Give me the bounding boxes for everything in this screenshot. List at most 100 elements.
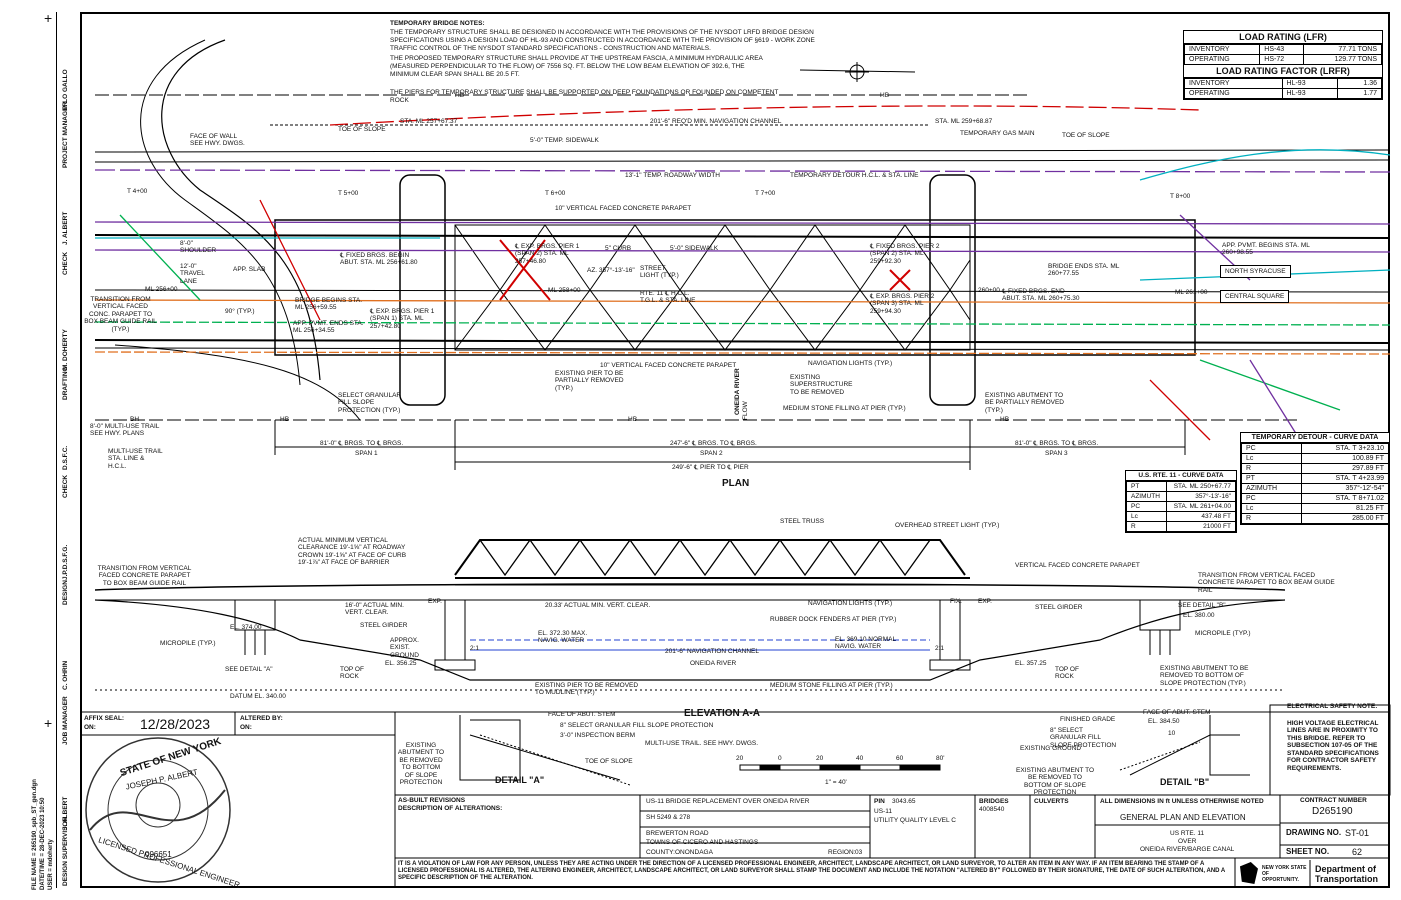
- detail-a-select: 8" SELECT GRANULAR FILL SLOPE PROTECTION: [560, 722, 714, 729]
- notes-line: (MEASURED PERPENDICULAR TO THE FLOW) OF …: [390, 63, 745, 70]
- clearance-label: ACTUAL MINIMUM VERTICAL CLEARANCE 19'-1⅝…: [298, 537, 407, 567]
- station-t4: T 4+00: [127, 188, 148, 195]
- fixed-brgs-pier2: ℄ FIXED BRGS. PIER 2 (SPAN 2) STA. ML 25…: [870, 243, 940, 265]
- overhead-light-label: OVERHEAD STREET LIGHT (TYP.): [895, 522, 1000, 529]
- utility-label: UTILITY QUALITY LEVEL C: [874, 817, 956, 824]
- top-rock-right: TOP OF ROCK: [1055, 666, 1079, 681]
- sta-right: STA. ML 259+68.87: [935, 118, 993, 125]
- app-pvmt-begins: APP. PVMT. BEGINS STA. ML 260+98.55: [1222, 242, 1310, 257]
- table-cell: AZIMUTH: [1240, 483, 1303, 494]
- table-cell: PC: [1240, 443, 1303, 454]
- curb-label: 5" CURB: [605, 245, 632, 252]
- elevation-title: ELEVATION A-A: [684, 708, 760, 719]
- bridge-begins: BRIDGE BEGINS STA. ML 256+59.55: [295, 297, 363, 312]
- shoulder-label: 8'-0" SHOULDER: [180, 240, 217, 255]
- select-granular-label: SELECT GRANULAR FILL SLOPE PROTECTION (T…: [338, 392, 402, 414]
- sta-left: STA. ML 257+67.37: [400, 118, 458, 125]
- el-369-label: EL. 369.10 NORMAL NAVIG. WATER: [835, 636, 896, 651]
- dock-fenders-label: RUBBER DOCK FENDERS AT PIER (TYP.): [770, 616, 897, 623]
- detail-a-toe: TOE OF SLOPE: [585, 758, 633, 765]
- table-cell: 100.89 FT: [1301, 453, 1389, 464]
- nav-lights-elev: NAVIGATION LIGHTS (TYP.): [808, 600, 893, 607]
- parapet-elev-label: VERTICAL FACED CONCRETE PARAPET: [1015, 562, 1140, 569]
- bridges-value: 4008540: [979, 806, 1005, 813]
- rte11-curve-title: U.S. RTE. 11 - CURVE DATA: [1126, 471, 1236, 481]
- table-cell: HS-72: [1259, 54, 1304, 65]
- asbuilt-label: AS-BUILT REVISIONS: [398, 797, 466, 804]
- approx-ground-label: APPROX. EXIST. GROUND: [390, 637, 419, 659]
- region-label: REGION:: [828, 849, 856, 856]
- fixed-brgs-begin: ℄ FIXED BRGS. BEGIN ABUT. STA. ML 256+61…: [340, 252, 418, 267]
- detail-b-title: DETAIL "B": [1160, 777, 1210, 787]
- station-t7: T 7+00: [755, 190, 776, 197]
- contract-value: D265190: [1312, 806, 1353, 817]
- safety-line: LINES ARE IN PROXIMITY TO: [1287, 727, 1378, 735]
- table-cell: Lc: [1126, 511, 1167, 522]
- north-syracuse-sign: NORTH SYRACUSE: [1220, 265, 1291, 279]
- table-cell: 77.71 TONS: [1302, 44, 1383, 55]
- hb-marker: HB: [280, 416, 290, 423]
- detail-b-el: EL. 384.50: [1148, 718, 1180, 725]
- station-t6: T 6+00: [545, 190, 566, 197]
- project-line: SH 5249 & 278: [646, 814, 691, 821]
- safety-title: ELECTRICAL SAFETY NOTE:: [1287, 703, 1378, 710]
- nav-lights-label: NAVIGATION LIGHTS (TYP.): [808, 360, 893, 367]
- load-rating-title: LOAD RATING (LFR): [1184, 31, 1382, 44]
- table-cell: Lc: [1240, 453, 1303, 464]
- table-cell: STA. ML 261+04.00: [1165, 501, 1237, 512]
- route-line: ONEIDA RIVER/BARGE CANAL: [1140, 846, 1235, 853]
- central-square-sign: CENTRAL SQUARE: [1220, 290, 1290, 304]
- table-cell: PC: [1126, 501, 1167, 512]
- existing-abut-label: EXISTING ABUTMENT TO BE PARTIALLY REMOVE…: [985, 392, 1064, 414]
- table-cell: STA. T 3+23.10: [1301, 443, 1389, 454]
- pin-label: PIN: [874, 798, 885, 805]
- safety-line: SUBSECTION 107-05 OF THE: [1287, 742, 1378, 750]
- table-cell: 357°-13'-16": [1165, 491, 1237, 502]
- crop-mark: +: [44, 10, 53, 26]
- pier-dim: 249'-6" ℄ PIER TO ℄ PIER: [672, 464, 749, 471]
- exp-marker: EXP.: [428, 598, 442, 605]
- scale-tick: 20: [736, 755, 744, 762]
- detail-b-dim: 10: [1168, 730, 1176, 737]
- load-rating-factor-title: LOAD RATING FACTOR (LRFR): [1184, 65, 1382, 78]
- see-detail-b: SEE DETAIL "B": [1178, 602, 1226, 609]
- min-vert-clear-label: 20.33' ACTUAL MIN. VERT. CLEAR.: [545, 602, 651, 609]
- el-356: EL. 356.25: [385, 660, 417, 667]
- table-cell: PT: [1126, 481, 1167, 492]
- el-380: EL. 380.00: [1183, 612, 1215, 619]
- medium-stone-elev: MEDIUM STONE FILLING AT PIER (TYP.): [770, 682, 893, 689]
- scale-tick: 0: [778, 755, 782, 762]
- project-line: US-11 BRIDGE REPLACEMENT OVER ONEIDA RIV…: [646, 798, 810, 805]
- safety-line: THIS BRIDGE. REFER TO: [1287, 734, 1366, 742]
- station-t5: T 5+00: [338, 190, 359, 197]
- notes-line: TRAFFIC CONTROL OF THE NYSDOT STANDARD S…: [390, 45, 711, 52]
- crop-mark: +: [44, 715, 53, 731]
- top-rock-left: TOP OF ROCK: [340, 666, 364, 681]
- parapet-top-label: 10" VERTICAL FACED CONCRETE PARAPET: [555, 205, 692, 212]
- existing-super-label: EXISTING SUPERSTRUCTURE TO BE REMOVED: [790, 374, 853, 396]
- existing-pier-label: EXISTING PIER TO BE PARTIALLY REMOVED (T…: [555, 370, 624, 392]
- temp-gas-label: TEMPORARY GAS MAIN: [960, 130, 1035, 137]
- notes-line: ROCK: [390, 97, 409, 104]
- scale-tick: 40: [856, 755, 864, 762]
- span1-label: SPAN 1: [355, 450, 378, 457]
- altered-by-label: ALTERED BY:: [240, 715, 283, 722]
- parapet-bot-label: 10" VERTICAL FACED CONCRETE PARAPET: [600, 362, 737, 369]
- transition-left-label: TRANSITION FROM VERTICAL FACED CONCRETE …: [97, 565, 192, 587]
- exp-brgs-pier2: ℄ EXP. BRGS. PIER 2 (SPAN 3) STA. ML 259…: [870, 293, 935, 315]
- scale-tick: 80': [936, 755, 945, 762]
- table-cell: 437.48 FT: [1165, 511, 1237, 522]
- existing-abut-elev: EXISTING ABUTMENT TO BE REMOVED TO BOTTO…: [1160, 665, 1249, 687]
